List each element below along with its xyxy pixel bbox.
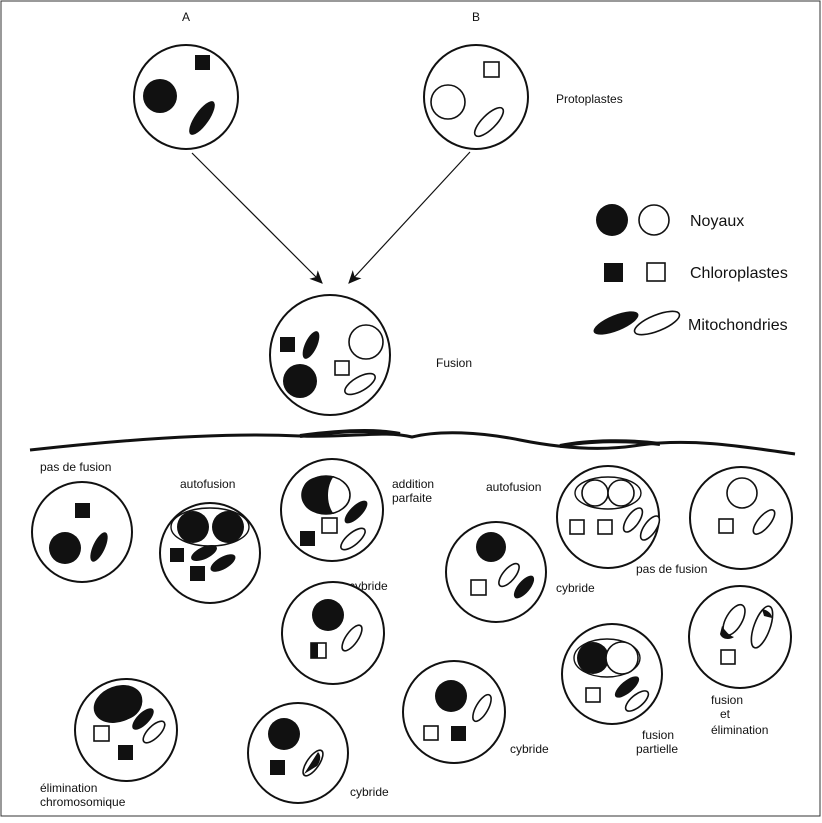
legend-nucleus-filled xyxy=(596,204,628,236)
cell-perfect-addition xyxy=(280,458,384,562)
arrow-b-to-fusion xyxy=(348,151,471,284)
label-partial-fusion-l2: partielle xyxy=(636,742,678,756)
label-a: A xyxy=(182,10,190,24)
cell-fusion-elimination xyxy=(688,585,792,689)
legend: Noyaux Chloroplastes Mitochondries xyxy=(593,204,788,336)
label-cybrid-3: cybride xyxy=(350,785,389,799)
label-autofusion-1: autofusion xyxy=(180,477,235,491)
fusion-cell xyxy=(269,294,391,416)
legend-chloroplast-filled xyxy=(604,263,623,282)
fusion-label: Fusion xyxy=(436,356,472,370)
label-b: B xyxy=(472,10,480,24)
label-perfect-addition-l2: parfaite xyxy=(392,491,432,505)
legend-chloroplasts-label: Chloroplastes xyxy=(690,265,788,282)
arrow-a-to-fusion xyxy=(191,152,323,284)
cell-cybrid-4 xyxy=(402,660,506,764)
label-cybrid-1: cybride xyxy=(556,581,595,595)
protoplasts-label: Protoplastes xyxy=(556,92,623,106)
label-fusion-elimination-l3: élimination xyxy=(711,723,768,737)
cell-autofusion-b xyxy=(556,465,661,569)
legend-nuclei-label: Noyaux xyxy=(690,213,744,230)
protoplast-a xyxy=(133,44,239,150)
legend-chloroplast-open xyxy=(646,262,666,282)
label-fusion-elimination-l2: et xyxy=(720,707,731,721)
label-partial-fusion-l1: fusion xyxy=(642,728,674,742)
label-cybrid-4: cybride xyxy=(510,742,549,756)
separator-line xyxy=(29,431,796,456)
label-autofusion-2: autofusion xyxy=(486,480,541,494)
cell-autofusion-a xyxy=(159,502,261,604)
cell-partial-fusion xyxy=(561,623,663,725)
protoplast-b xyxy=(423,44,529,150)
legend-nucleus-open xyxy=(638,204,670,236)
cell-cybrid-3 xyxy=(247,702,349,804)
cell-no-fusion-b xyxy=(689,466,793,570)
label-perfect-addition-l1: addition xyxy=(392,477,434,491)
legend-mitochondrion-open xyxy=(633,310,681,336)
label-fusion-elimination-l1: fusion xyxy=(711,693,743,707)
label-chromosome-elimination-l1: élimination xyxy=(40,781,97,795)
legend-mitochondria-label: Mitochondries xyxy=(688,317,788,334)
cell-chromosome-elimination xyxy=(74,678,178,782)
label-chromosome-elimination-l2: chromosomique xyxy=(40,795,126,809)
legend-mitochondrion-filled xyxy=(593,311,639,335)
cell-cybrid-1 xyxy=(445,521,547,623)
label-no-fusion-2: pas de fusion xyxy=(636,562,707,576)
label-no-fusion-1: pas de fusion xyxy=(40,460,111,474)
cell-no-fusion-a xyxy=(31,481,133,583)
cell-cybrid-2 xyxy=(281,581,385,685)
